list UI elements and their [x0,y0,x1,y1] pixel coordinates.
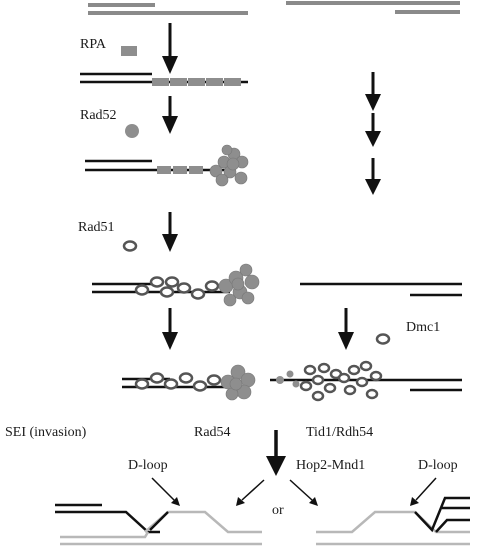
rad54-complex [122,364,256,401]
pointer-dloop-right [410,477,437,506]
label-rad52: Rad52 [80,108,117,123]
arrow-1-left [162,23,178,74]
label-hop2: Hop2-Mnd1 [296,458,365,473]
pointer-or-right [289,479,318,506]
label-rad51: Rad51 [78,220,115,235]
label-rpa: RPA [80,37,107,52]
rad52-protein [125,124,139,138]
label-rad54: Rad54 [194,425,231,440]
dmc1-ring [375,333,391,345]
rad51-ring [122,240,138,252]
top-strands-left [88,3,248,15]
pointer-dloop-left [151,477,180,506]
rad52-cluster [209,144,249,187]
arrows-right-stack [365,72,381,195]
dloop-right-structure [316,496,470,546]
arrow-4-right [338,308,354,350]
label-dmc1: Dmc1 [406,320,440,335]
arrow-3-left [162,212,178,252]
label-or: or [272,503,284,518]
dloop-left-structure [55,503,262,546]
label-dloop-left: D-loop [128,458,168,473]
right-dsdna [300,282,462,297]
arrow-central [266,430,286,476]
rad52-loaded-dna [85,144,249,187]
pointer-or-left [236,479,265,506]
arrow-4-left [162,308,178,350]
rpa-protein [121,46,137,56]
rad51-row-cluster [218,263,260,307]
tid1-dmc1-complex [270,360,462,402]
rpa-coated-dna [80,72,248,86]
rad54-cluster [220,364,256,401]
top-strands-right [286,1,460,14]
label-dloop-right: D-loop [418,458,458,473]
label-sei: SEI (invasion) [5,425,87,440]
arrow-2-left [162,96,178,134]
label-tid1: Tid1/Rdh54 [306,425,373,440]
rad51-filament-dna [92,263,260,307]
